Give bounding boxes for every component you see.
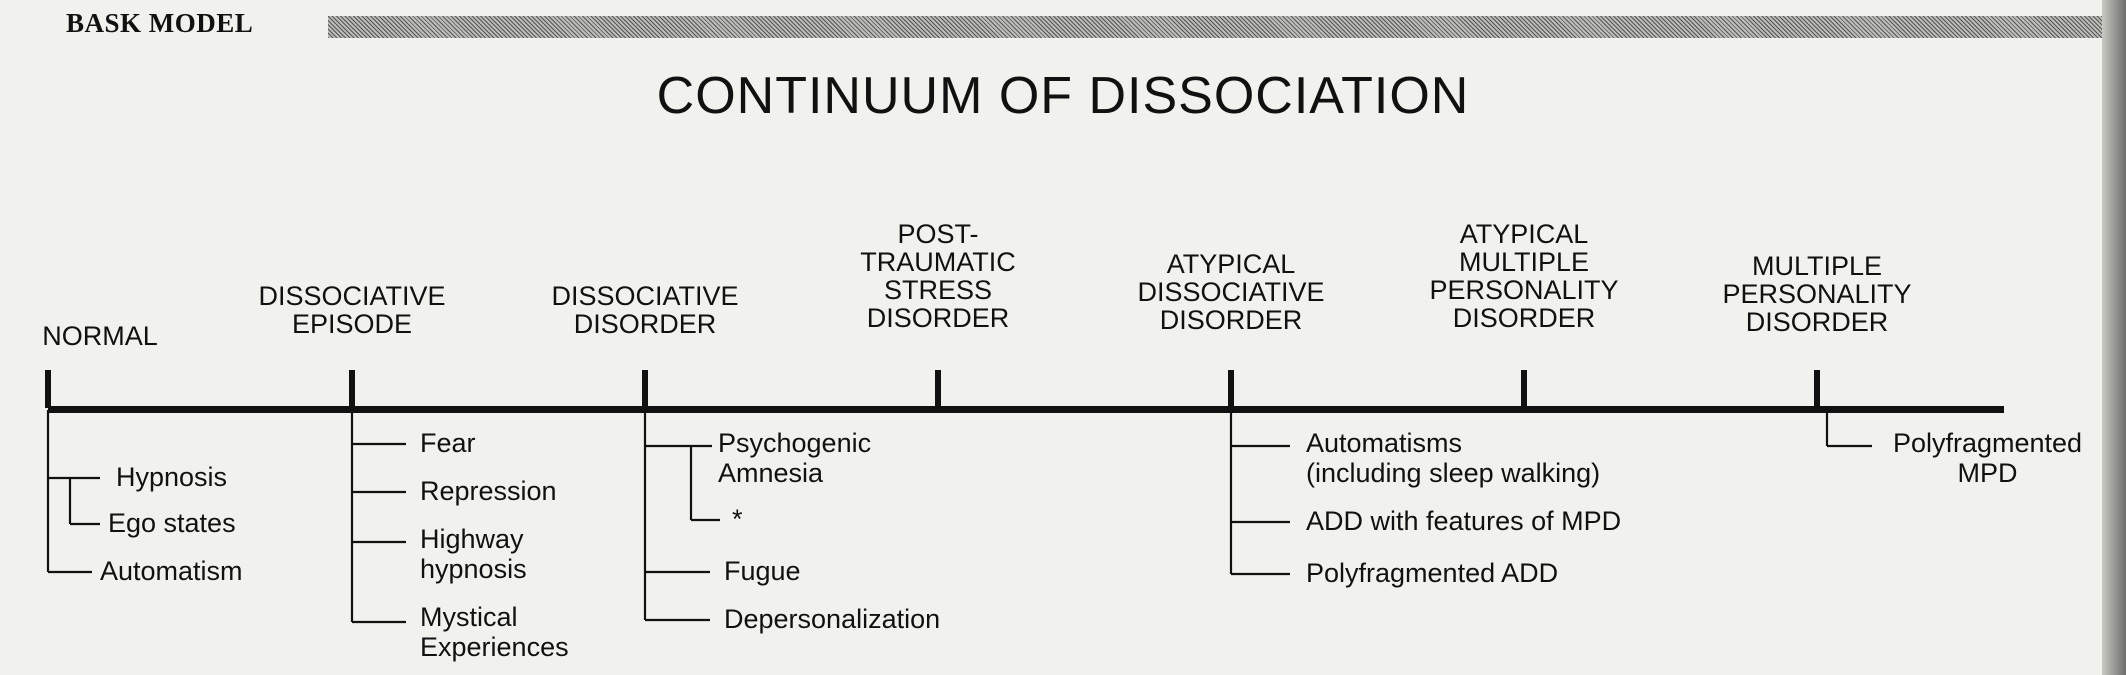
continuum-axis: [48, 406, 2004, 413]
item-automatisms: Automatisms (including sleep walking): [1306, 428, 1601, 488]
tick-mpd: [1814, 370, 1820, 408]
stage-label-atypical-mpd: ATYPICAL MULTIPLE PERSONALITY DISORDER: [1429, 219, 1619, 333]
item-polyfragmented-add: Polyfragmented ADD: [1306, 558, 1559, 588]
stage-label-dissociative-episode: DISSOCIATIVE EPISODE: [258, 281, 446, 339]
header-label: BASK MODEL: [66, 8, 254, 38]
stage-label-dissociative-disorder: DISSOCIATIVE DISORDER: [551, 281, 739, 339]
item-psychogenic-amnesia: Psychogenic Amnesia: [718, 428, 872, 488]
item-repression: Repression: [420, 476, 557, 506]
item-fugue: Fugue: [724, 556, 801, 586]
tick-atypical-mpd: [1521, 370, 1527, 408]
item-highway-hypnosis: Highway hypnosis: [420, 524, 527, 584]
item-ego-states: Ego states: [108, 508, 236, 538]
tick-ptsd: [935, 370, 941, 408]
item-add-with-features-of-mpd: ADD with features of MPD: [1306, 506, 1622, 536]
diagram-title: CONTINUUM OF DISSOCIATION: [656, 67, 1470, 125]
tick-dissociative-disorder: [642, 370, 648, 408]
item-automatism: Automatism: [100, 556, 243, 586]
item-hypnosis: Hypnosis: [116, 462, 228, 492]
header-band: [328, 16, 2126, 38]
stage-label-atypical-dissociative-disorder: ATYPICAL DISSOCIATIVE DISORDER: [1137, 249, 1325, 335]
stage-label-ptsd: POST- TRAUMATIC STRESS DISORDER: [860, 219, 1016, 333]
item-polyfragmented-mpd: Polyfragmented MPD: [1892, 428, 2083, 488]
item-asterisk: *: [732, 504, 743, 534]
item-depersonalization: Depersonalization: [724, 604, 941, 634]
tick-atypical-dissociative-disorder: [1228, 370, 1234, 408]
item-fear: Fear: [420, 428, 476, 458]
stage-label-normal: NORMAL: [42, 321, 158, 351]
stage-label-mpd: MULTIPLE PERSONALITY DISORDER: [1722, 251, 1912, 337]
tick-dissociative-episode: [349, 370, 355, 408]
item-mystical-experiences: Mystical Experiences: [420, 602, 569, 662]
tick-normal: [45, 370, 51, 408]
page-edge-shadow: [2102, 0, 2126, 675]
